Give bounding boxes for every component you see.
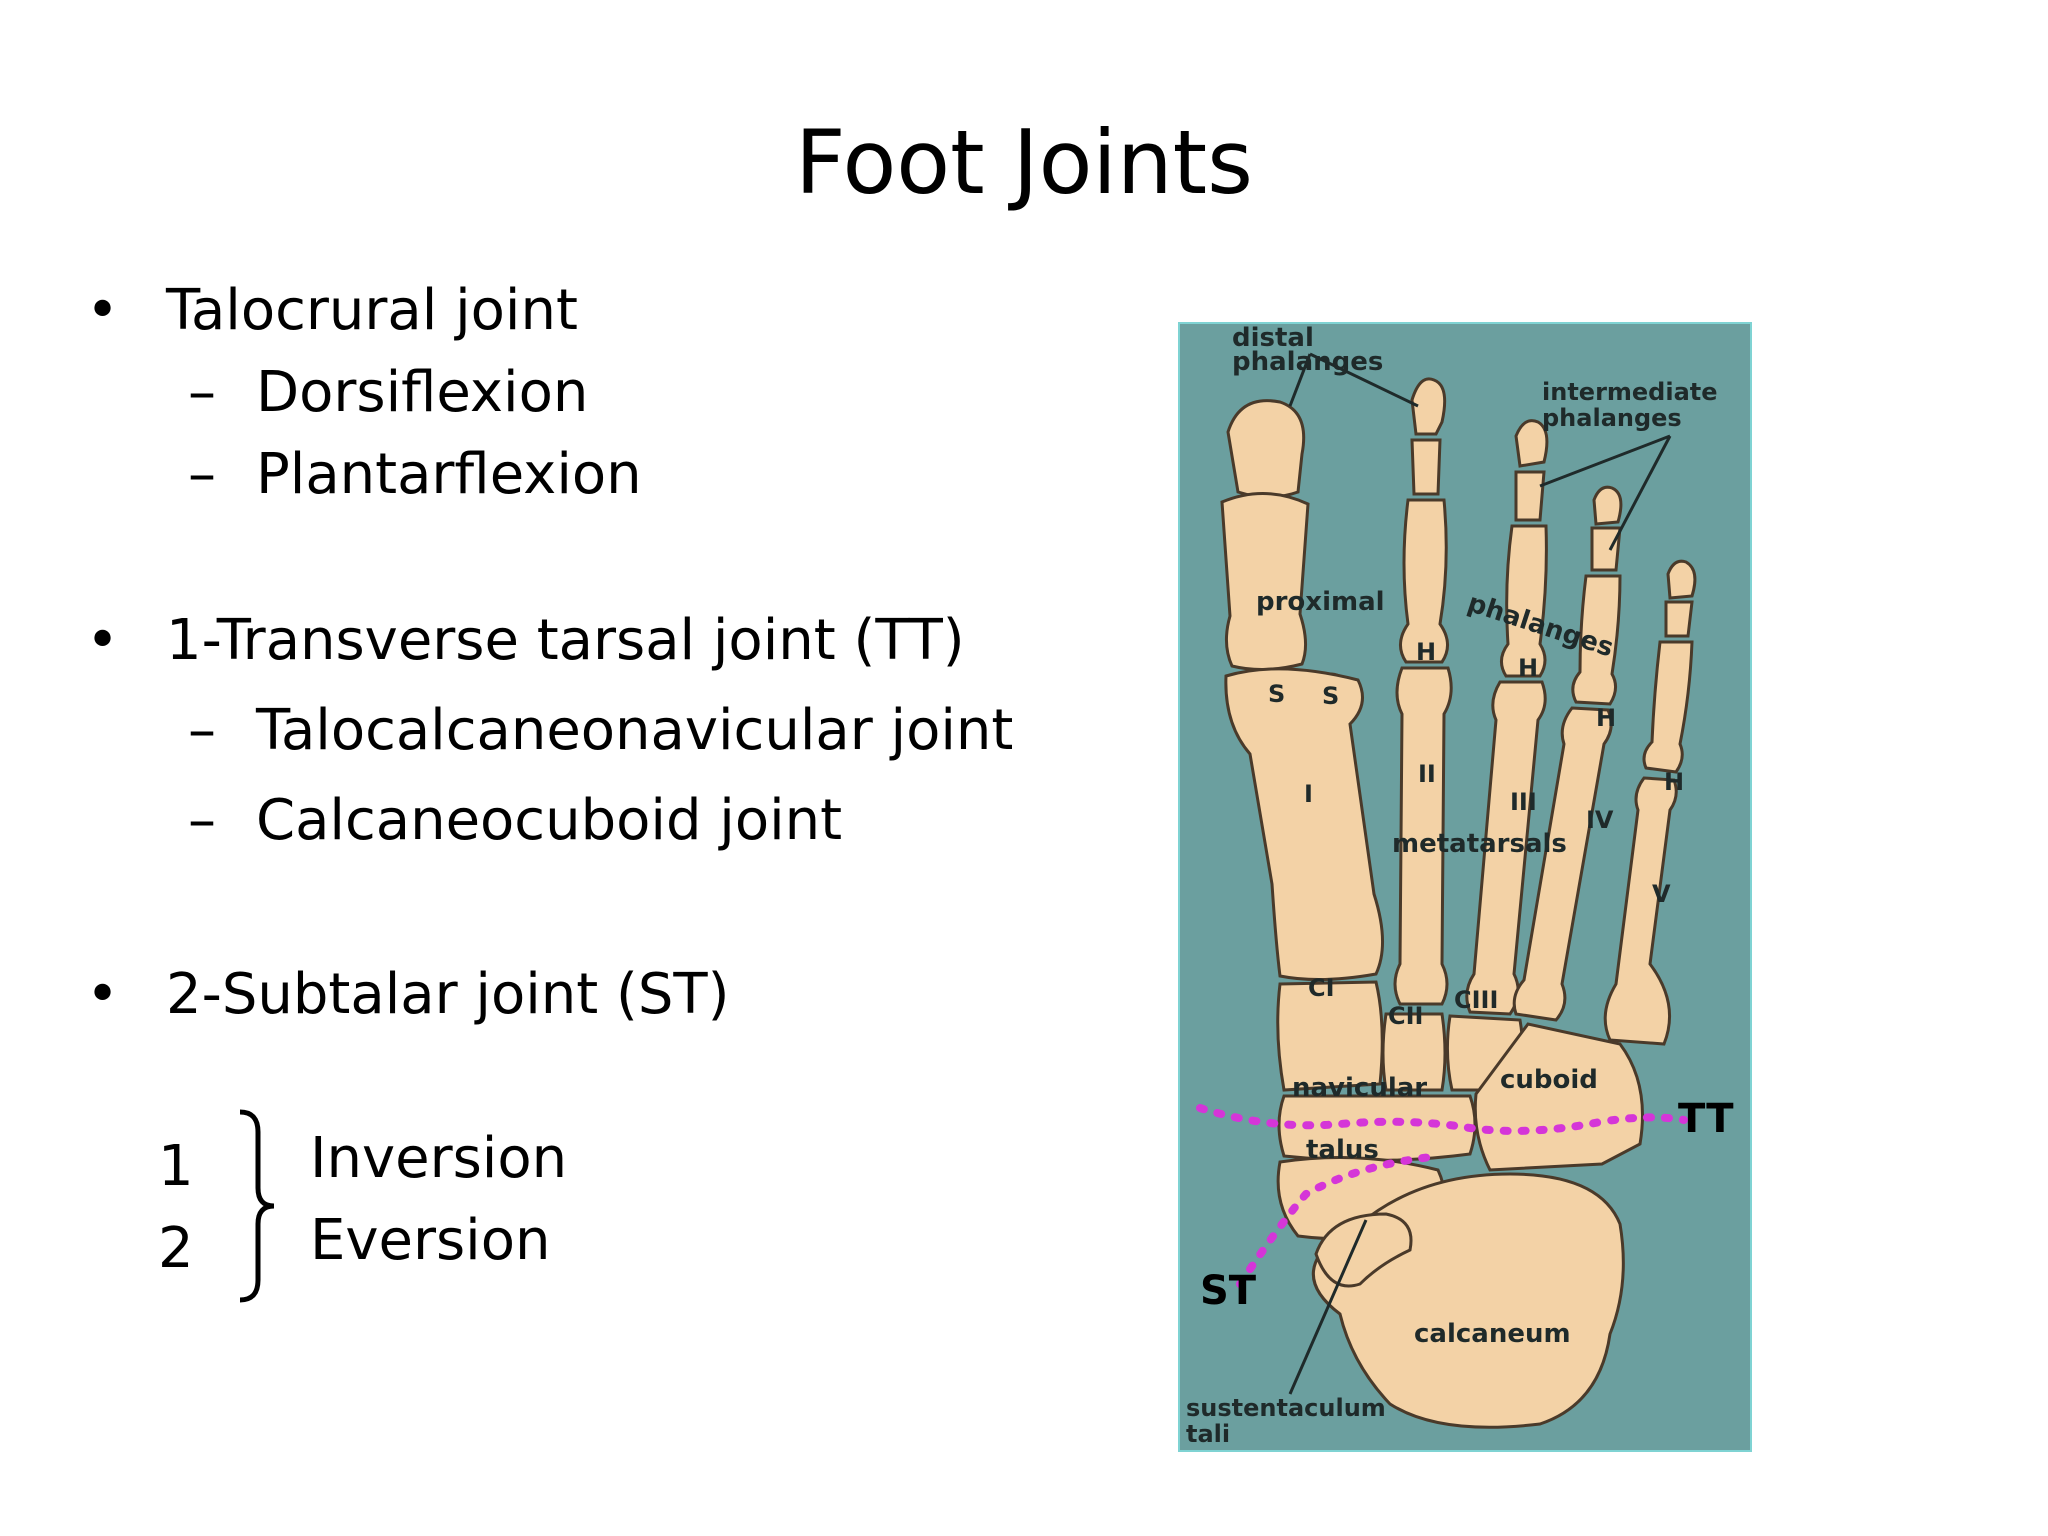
sub-bullet-text: Talocalcaneonavicular joint bbox=[256, 698, 1014, 763]
label-sustentaculum: sustentaculum bbox=[1186, 1394, 1386, 1422]
distal-phalanx-4 bbox=[1592, 485, 1623, 526]
movement-inversion: Inversion bbox=[310, 1126, 568, 1191]
middle-phalanx-2 bbox=[1410, 438, 1442, 496]
sub-bullet-item: – Plantarflexion bbox=[188, 440, 642, 510]
label-navicular: navicular bbox=[1292, 1073, 1427, 1103]
bullet-marker: • bbox=[86, 962, 120, 1027]
movement-number: 1 bbox=[158, 1134, 194, 1199]
label-phalanges-intermediate: phalanges bbox=[1542, 404, 1682, 432]
metatarsal-3 bbox=[1465, 680, 1547, 1016]
proximal-phalanx-4 bbox=[1571, 574, 1622, 706]
bullet-item: • 1-Transverse tarsal joint (TT) bbox=[86, 606, 965, 676]
middle-phalanx-4 bbox=[1590, 526, 1622, 572]
proximal-phalanx-5 bbox=[1642, 640, 1694, 774]
middle-phalanx-3 bbox=[1514, 470, 1546, 522]
label-S: S bbox=[1322, 682, 1339, 710]
bullet-text: 2-Subtalar joint (ST) bbox=[166, 962, 730, 1027]
sub-bullet-item: – Talocalcaneonavicular joint bbox=[188, 696, 1014, 766]
label-H: H bbox=[1596, 704, 1616, 732]
proximal-phalanx-1 bbox=[1220, 492, 1310, 672]
label-metatarsals: metatarsals bbox=[1392, 829, 1567, 859]
label-H: H bbox=[1416, 638, 1436, 666]
bullet-marker: • bbox=[86, 278, 120, 343]
metatarsal-2 bbox=[1393, 666, 1453, 1006]
slide-title: Foot Joints bbox=[794, 111, 1253, 214]
cuneiform-2 bbox=[1381, 1012, 1447, 1092]
label-roman-II: II bbox=[1418, 760, 1436, 788]
sub-bullet-marker: – bbox=[188, 442, 216, 507]
label-proximal: proximal bbox=[1256, 587, 1385, 617]
label-tali: tali bbox=[1186, 1420, 1230, 1448]
label-S: S bbox=[1268, 680, 1285, 708]
bullet-marker: • bbox=[86, 608, 120, 673]
joint-label-tt: TT bbox=[1678, 1096, 1734, 1142]
sub-bullet-text: Calcaneocuboid joint bbox=[256, 788, 843, 853]
sub-bullet-text: Plantarflexion bbox=[256, 442, 642, 507]
movement-number: 2 bbox=[158, 1216, 194, 1281]
sub-bullet-item: – Calcaneocuboid joint bbox=[188, 786, 843, 856]
bullet-text: Talocrural joint bbox=[166, 278, 578, 343]
label-CIII: CIII bbox=[1454, 986, 1498, 1014]
label-H: H bbox=[1664, 768, 1684, 796]
proximal-phalanx-2 bbox=[1399, 498, 1449, 664]
bullet-list: • Talocrural joint – Dorsiflexion – Plan… bbox=[86, 276, 1014, 1303]
subtalar-joint-line bbox=[1236, 1152, 1444, 1288]
distal-phalanx-5 bbox=[1666, 559, 1697, 600]
joint-label-st: ST bbox=[1200, 1268, 1257, 1314]
bullet-text: 1-Transverse tarsal joint (TT) bbox=[166, 608, 965, 673]
label-distal: distal bbox=[1232, 324, 1314, 353]
curly-brace-icon bbox=[239, 1109, 275, 1303]
middle-phalanx-5 bbox=[1664, 600, 1694, 638]
label-intermediate: intermediate bbox=[1542, 378, 1718, 406]
cuneiform-1 bbox=[1276, 980, 1384, 1092]
label-roman-V: V bbox=[1652, 880, 1671, 908]
distal-phalanx-2 bbox=[1410, 377, 1447, 436]
bullet-item: • Talocrural joint bbox=[86, 276, 578, 346]
label-cuboid: cuboid bbox=[1500, 1065, 1598, 1095]
label-calcaneum: calcaneum bbox=[1414, 1319, 1571, 1349]
label-phalanges-distal: phalanges bbox=[1232, 347, 1383, 377]
sub-bullet-text: Dorsiflexion bbox=[256, 360, 589, 425]
proximal-phalanx-3 bbox=[1500, 524, 1548, 678]
foot-skeleton-figure: distal phalanges intermediate phalanges … bbox=[1178, 322, 1752, 1452]
metatarsal-4 bbox=[1512, 706, 1613, 1022]
bullet-item: • 2-Subtalar joint (ST) bbox=[86, 960, 730, 1030]
distal-phalanx-1 bbox=[1226, 399, 1306, 499]
sub-bullet-marker: – bbox=[188, 360, 216, 425]
metatarsal-5 bbox=[1603, 776, 1678, 1046]
label-talus: talus bbox=[1306, 1135, 1379, 1165]
foot-bones-illustration: distal phalanges intermediate phalanges … bbox=[1186, 324, 1734, 1448]
transverse-tarsal-joint-line bbox=[1196, 1104, 1688, 1135]
label-roman-III: III bbox=[1510, 788, 1537, 816]
label-H: H bbox=[1518, 654, 1538, 682]
movement-eversion: Eversion bbox=[310, 1208, 551, 1273]
sub-bullet-marker: – bbox=[188, 788, 216, 853]
label-CII: CII bbox=[1388, 1002, 1423, 1030]
sub-bullet-item: – Dorsiflexion bbox=[188, 358, 589, 428]
label-CI: CI bbox=[1308, 974, 1335, 1002]
metatarsal-1 bbox=[1224, 667, 1384, 982]
label-roman-IV: IV bbox=[1586, 806, 1614, 834]
distal-phalanx-3 bbox=[1514, 419, 1549, 468]
label-roman-I: I bbox=[1304, 780, 1313, 808]
sub-bullet-marker: – bbox=[188, 698, 216, 763]
sustentaculum-tali bbox=[1314, 1212, 1413, 1288]
